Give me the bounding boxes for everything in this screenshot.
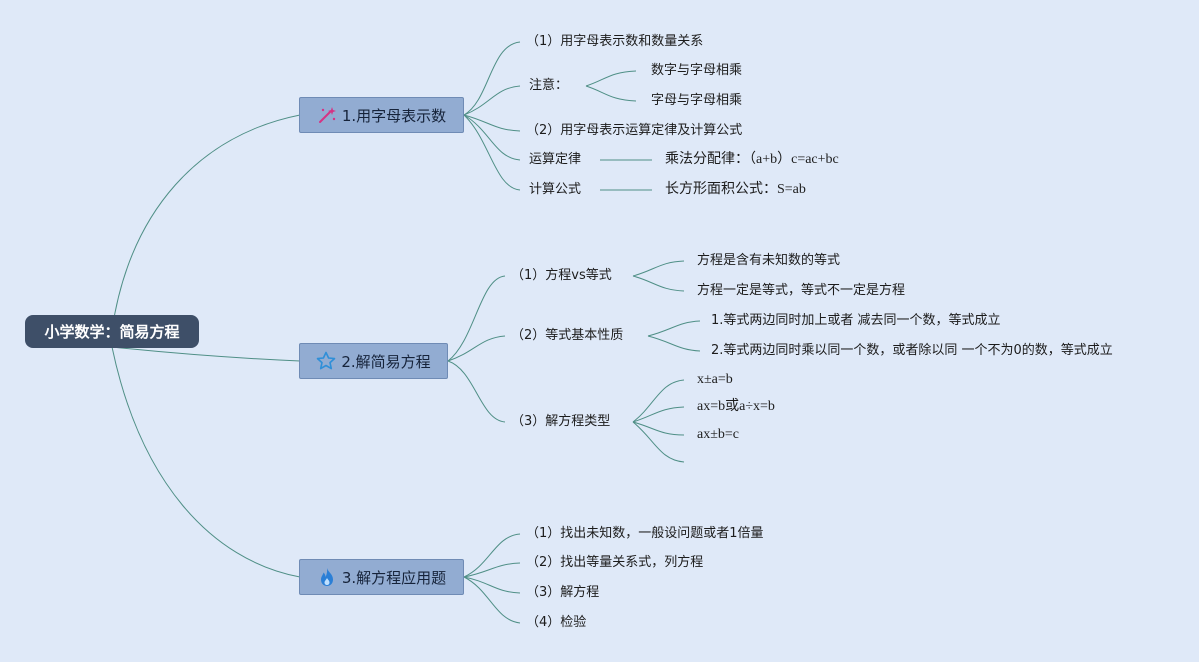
b2-item-2b[interactable]: 2.等式两边同时乘以同一个数，或者除以同 一个不为0的数，等式成立 [711, 343, 1113, 358]
link-i3-c [632, 421, 685, 436]
link-b1-note [463, 85, 521, 116]
link-i1-b [632, 275, 685, 292]
b1-law-value[interactable]: 乘法分配律：（a+b）c=ac+bc [665, 152, 839, 167]
b1-law-label[interactable]: 运算定律 [529, 152, 582, 167]
b1-note-label[interactable]: 注意： [529, 78, 569, 93]
branch-node-3[interactable]: 3.解方程应用题 [299, 559, 464, 595]
b1-item-1[interactable]: （1）用字母表示数和数量关系 [526, 34, 704, 49]
link-b3-i1 [463, 533, 521, 578]
link-i1-a [632, 260, 685, 277]
link-note-a [585, 70, 637, 87]
star-icon [316, 351, 336, 371]
link-note-b [585, 85, 637, 102]
b2-item-1[interactable]: （1）方程vs等式 [511, 268, 612, 283]
link-b1-i1 [463, 41, 521, 116]
b2-item-1b[interactable]: 方程一定是等式，等式不一定是方程 [697, 283, 906, 298]
b2-item-3c[interactable]: ax±b=c [697, 427, 740, 442]
link-root-branch2 [111, 346, 301, 362]
link-b1-law [463, 114, 521, 161]
b3-item-2[interactable]: （2）找出等量关系式，列方程 [526, 555, 704, 570]
branch-node-2[interactable]: 2.解简易方程 [299, 343, 448, 379]
link-i3-a [632, 379, 685, 423]
b2-item-3[interactable]: （3）解方程类型 [511, 414, 611, 429]
b3-item-4[interactable]: （4）检验 [526, 615, 587, 630]
b1-formula-label[interactable]: 计算公式 [529, 182, 582, 197]
b3-item-1[interactable]: （1）找出未知数，一般设问题或者1倍量 [526, 526, 764, 541]
branch-3-label: 3.解方程应用题 [341, 568, 447, 587]
root-label: 小学数学：简易方程 [44, 323, 180, 341]
link-root-branch1 [111, 114, 301, 331]
b3-item-3[interactable]: （3）解方程 [526, 585, 600, 600]
flame-icon [317, 567, 337, 587]
link-b3-i3 [463, 576, 521, 594]
root-node[interactable]: 小学数学：简易方程 [25, 315, 199, 348]
b1-note-b[interactable]: 字母与字母相乘 [651, 93, 743, 108]
branch-1-label: 1.用字母表示数 [341, 106, 447, 125]
link-b1-formula [463, 114, 521, 191]
link-root-branch3 [111, 346, 301, 578]
b2-item-3a[interactable]: x±a=b [697, 372, 733, 387]
link-b2-i2 [447, 335, 506, 362]
link-i2-a [647, 320, 701, 337]
b1-item-2[interactable]: （2）用字母表示运算定律及计算公式 [526, 123, 743, 138]
b2-item-1a[interactable]: 方程是含有未知数的等式 [697, 253, 841, 268]
b2-item-3b[interactable]: ax=b或a÷x=b [697, 399, 775, 414]
b2-item-2a[interactable]: 1.等式两边同时加上或者 减去同一个数，等式成立 [711, 313, 1001, 328]
link-b1-i2 [463, 114, 521, 132]
link-i3-b [632, 406, 685, 423]
branch-2-label: 2.解简易方程 [341, 352, 431, 371]
link-b2-i1 [447, 275, 506, 362]
branch-node-1[interactable]: 1.用字母表示数 [299, 97, 464, 133]
b1-formula-value[interactable]: 长方形面积公式：S=ab [665, 182, 806, 197]
link-b3-i2 [463, 562, 521, 578]
link-i2-b [647, 335, 701, 352]
link-b2-i3 [447, 360, 506, 423]
magic-wand-icon [317, 105, 337, 125]
b2-item-2[interactable]: （2）等式基本性质 [511, 328, 624, 343]
b1-note-a[interactable]: 数字与字母相乘 [651, 63, 743, 78]
link-i3-d [632, 421, 685, 463]
link-b3-i4 [463, 576, 521, 624]
